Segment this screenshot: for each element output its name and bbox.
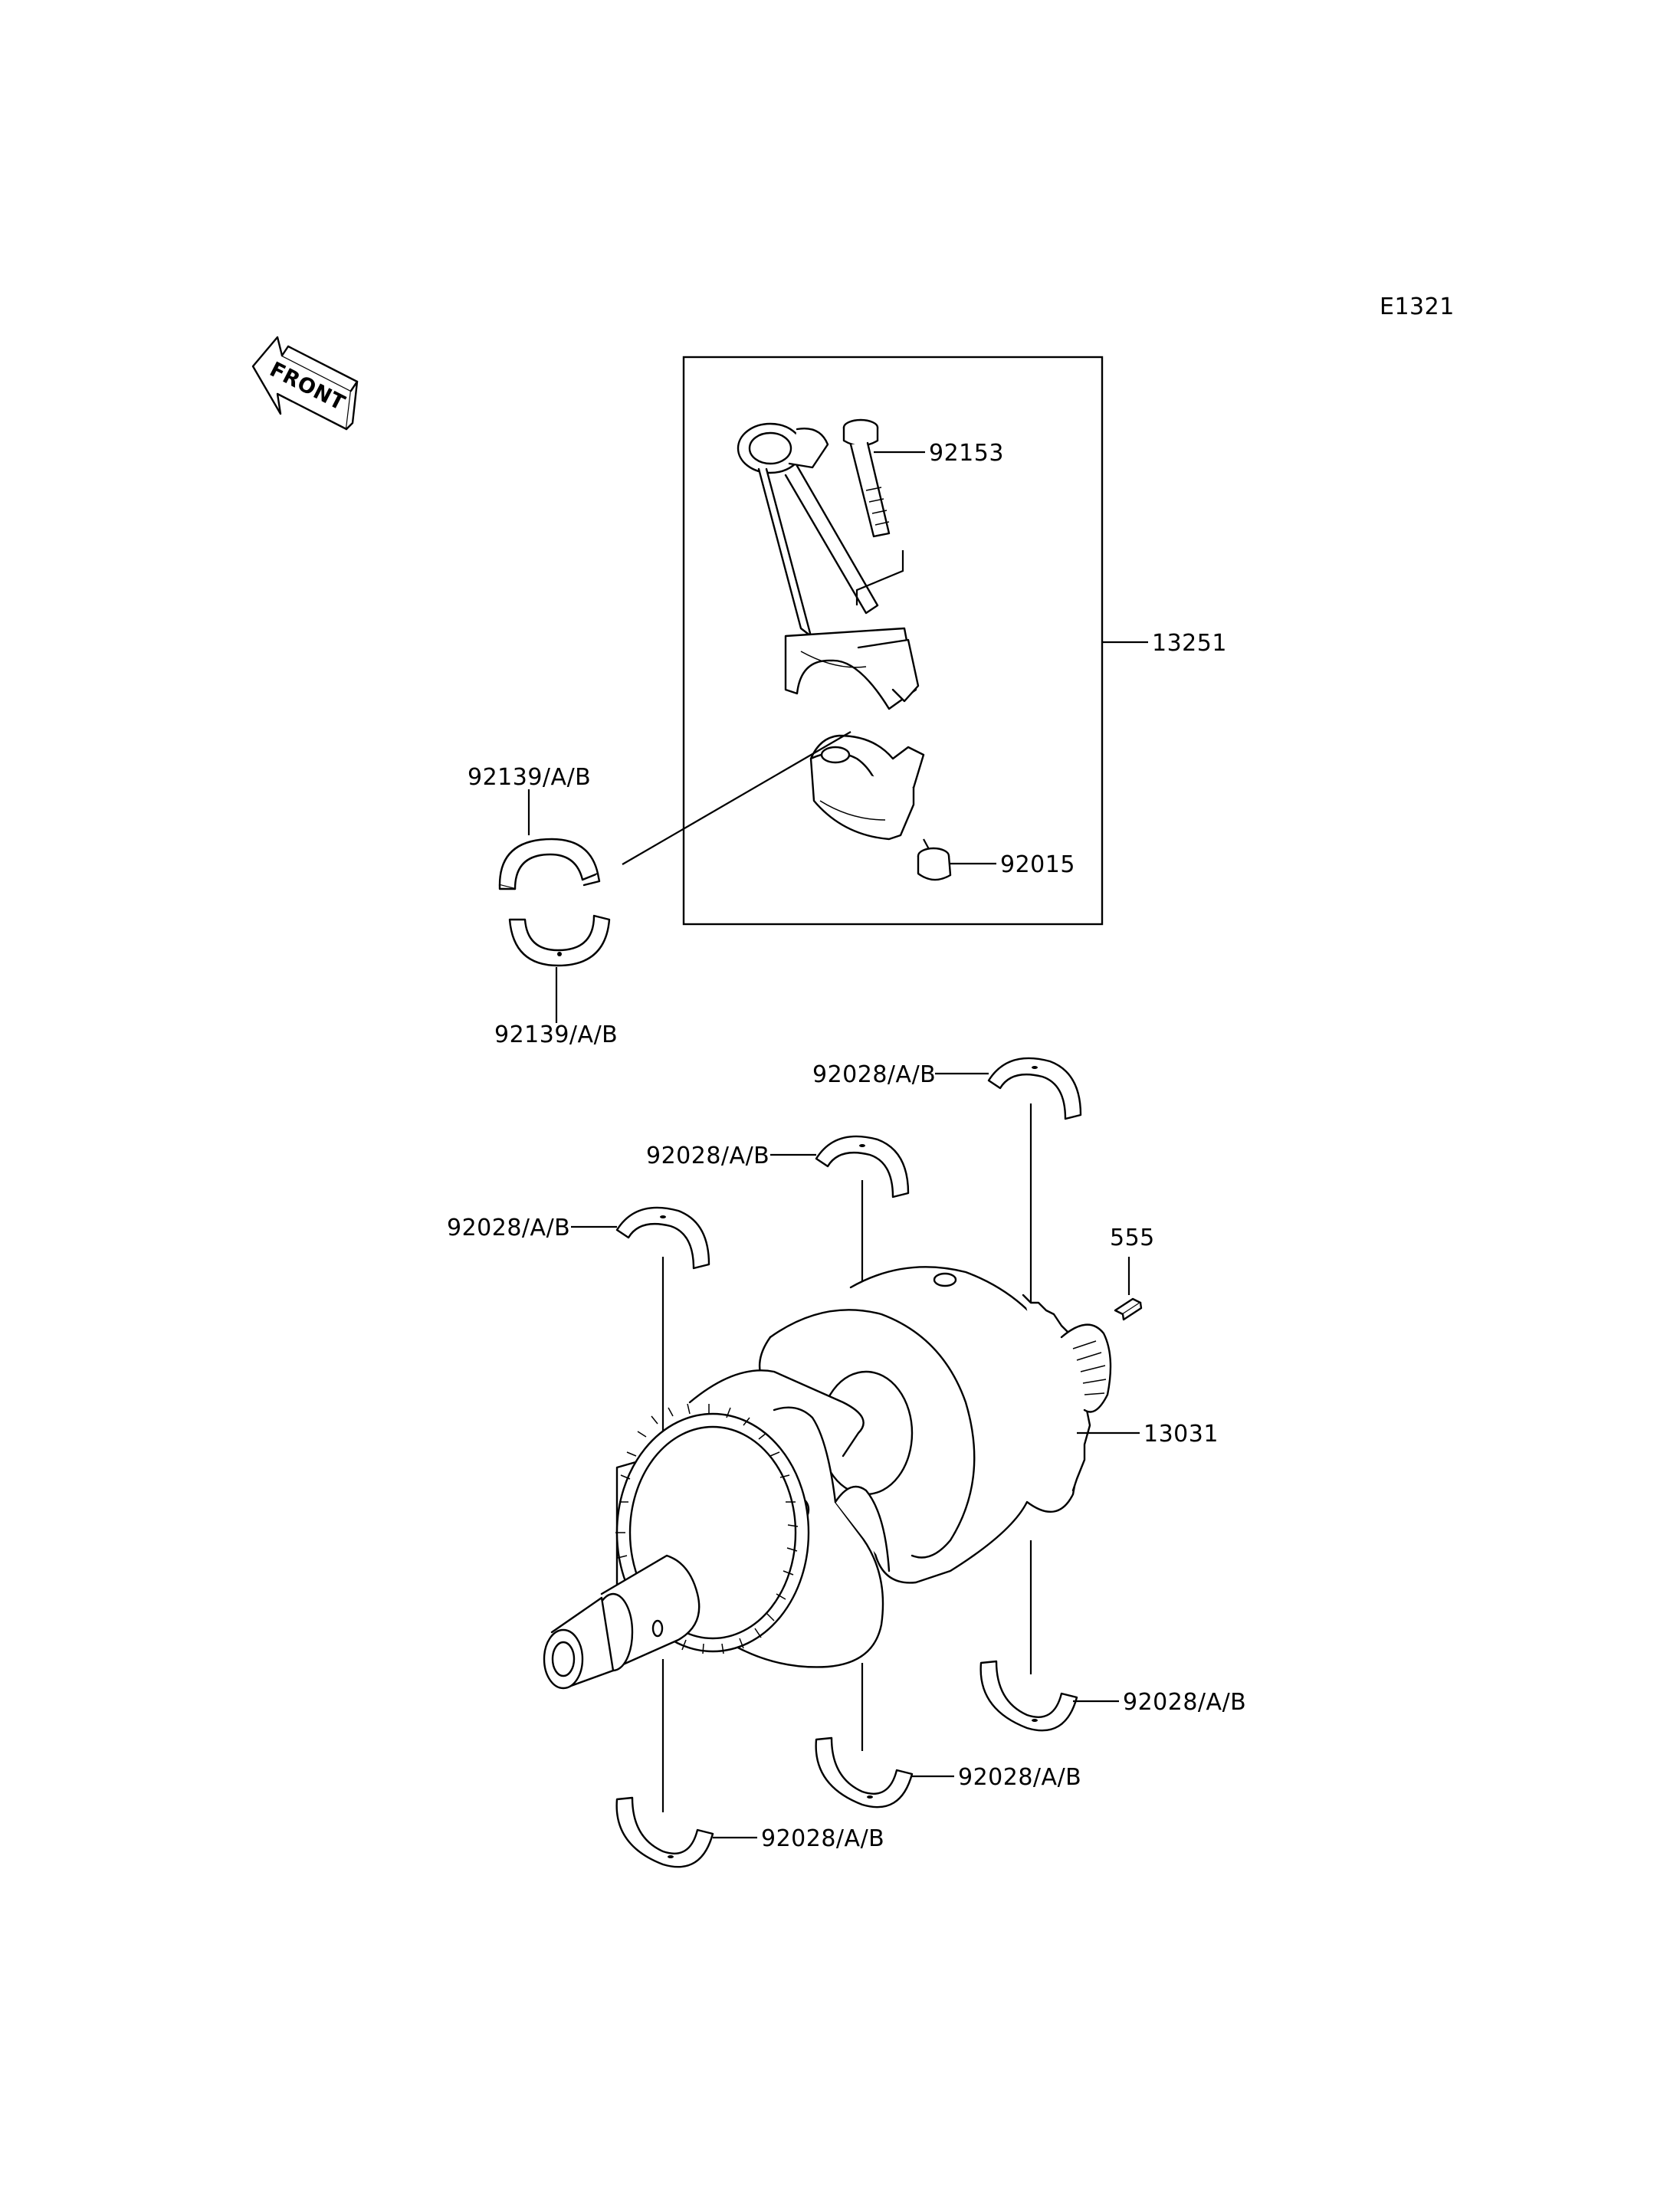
label-92015: 92015 (1000, 851, 1075, 878)
con-rod-assembly-box (682, 356, 1104, 926)
bolt-leader (855, 550, 904, 605)
label-main-lower-1: 92028/A/B (1123, 1689, 1246, 1716)
main-bearing-upper-1 (987, 1057, 1082, 1120)
rod-cap (809, 734, 925, 841)
label-main-upper-3: 92028/A/B (447, 1215, 570, 1241)
rod-bearing-leader (622, 731, 851, 865)
label-main-lower-2: 92028/A/B (958, 1764, 1081, 1791)
label-13251: 13251 (1152, 630, 1227, 657)
nut-leader (923, 838, 930, 850)
label-13031: 13031 (1144, 1421, 1219, 1448)
con-rod-nut (917, 847, 952, 881)
label-92139-upper: 92139/A/B (468, 764, 591, 791)
label-main-lower-3: 92028/A/B (761, 1825, 884, 1852)
con-rod-bearing-upper (498, 838, 601, 890)
main-bearing-upper-2 (815, 1135, 910, 1199)
main-bearing-lower-1 (979, 1660, 1078, 1732)
con-rod-bearing-lower (508, 914, 611, 967)
main-bearing-upper-3 (615, 1206, 710, 1270)
crankshaft (543, 1266, 1112, 1690)
con-rod-bolt (842, 418, 891, 538)
connecting-rod (737, 422, 920, 710)
diagram-code: E1321 (1380, 293, 1455, 320)
label-main-upper-2: 92028/A/B (646, 1143, 769, 1169)
front-arrow-icon: FRONT (251, 336, 359, 431)
woodruff-key (1114, 1297, 1143, 1321)
main-bearing-lower-3 (615, 1796, 714, 1868)
label-92139-lower: 92139/A/B (494, 1021, 618, 1048)
label-555: 555 (1110, 1225, 1155, 1251)
label-main-upper-1: 92028/A/B (812, 1061, 936, 1088)
main-bearing-lower-2 (815, 1736, 914, 1808)
label-92153: 92153 (929, 440, 1004, 467)
